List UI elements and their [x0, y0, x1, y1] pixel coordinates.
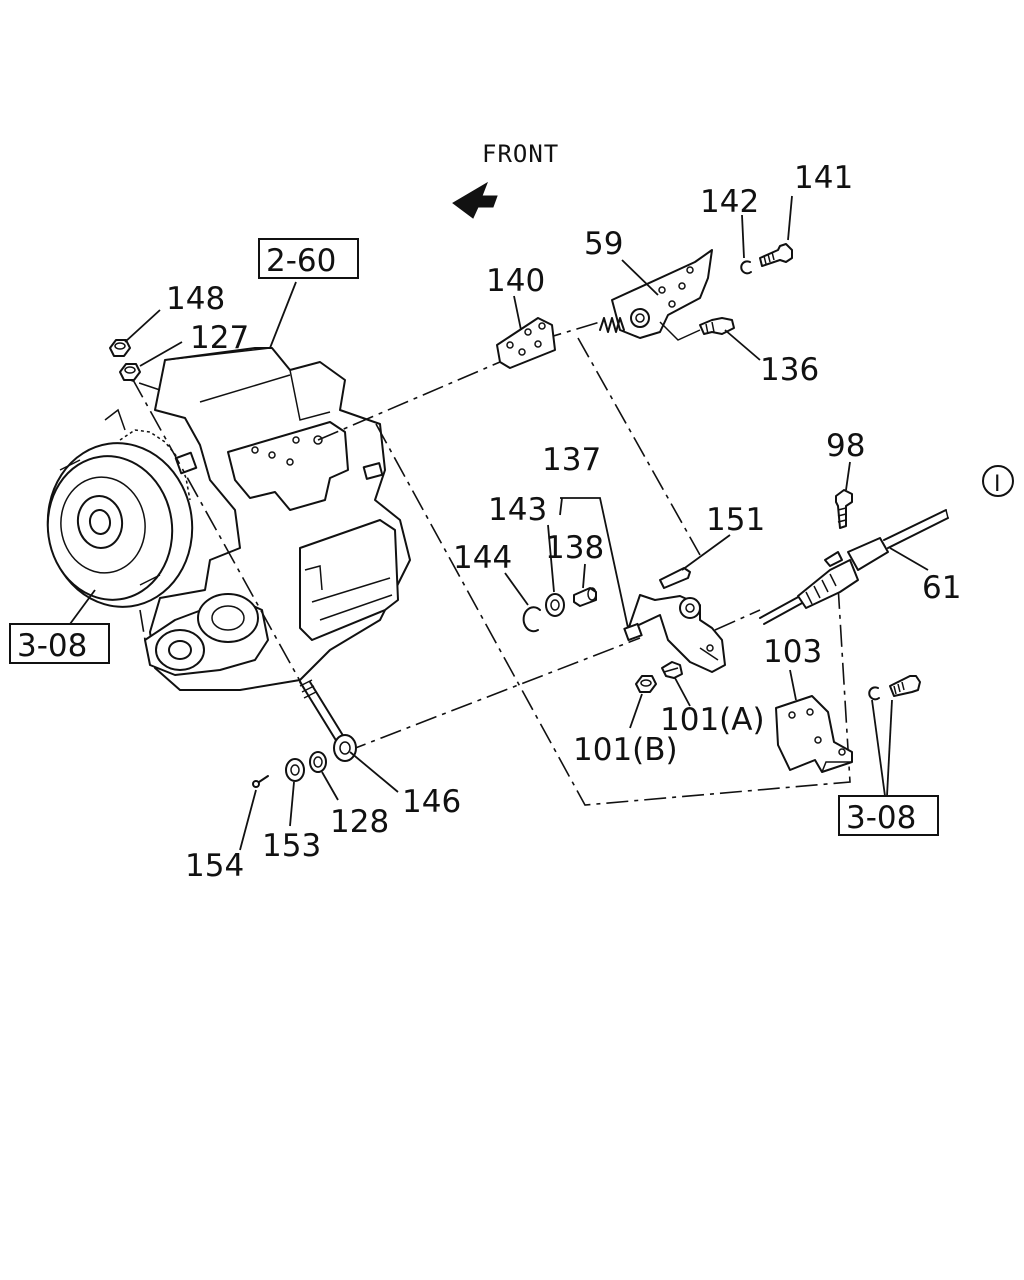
callout-142: 142 — [700, 184, 759, 220]
callout-148: 148 — [166, 281, 225, 317]
callout-151: 151 — [706, 502, 765, 538]
callout-137: 137 — [542, 442, 601, 478]
part-103-bracket — [775, 695, 853, 773]
part-141-bolt — [759, 243, 793, 267]
part-137-lever — [623, 594, 726, 673]
bracket-bolt — [889, 675, 921, 697]
part-148-nut — [109, 339, 131, 357]
bracket-clip — [868, 686, 880, 701]
callout-61: 61 — [922, 570, 961, 606]
ref-box-3-08-left[interactable]: 3-08 — [9, 623, 110, 664]
part-153-washer — [285, 758, 305, 782]
circle-ref-i-icon: I — [982, 465, 1014, 497]
callout-128: 128 — [330, 804, 389, 840]
callout-127: 127 — [190, 320, 249, 356]
ref-box-2-60-label: 2-60 — [266, 243, 336, 279]
callout-136: 136 — [760, 352, 819, 388]
front-arrow-icon — [452, 181, 498, 219]
callout-154: 154 — [185, 848, 244, 884]
ref-box-3-08-bottom-right-label: 3-08 — [846, 800, 916, 836]
callout-101b: 101(B) — [573, 732, 678, 768]
callout-143: 143 — [488, 492, 547, 528]
part-61-control-cable — [759, 509, 949, 625]
part-136-ball-joint — [699, 317, 735, 335]
callout-103: 103 — [763, 634, 822, 670]
callout-101a: 101(A) — [660, 702, 765, 738]
part-143-washer — [545, 593, 565, 617]
part-144-e-clip — [522, 606, 541, 633]
front-label: FRONT — [482, 140, 559, 168]
part-59-lever-bracket — [599, 249, 713, 341]
part-101a-ball-joint — [661, 661, 683, 679]
callout-153: 153 — [262, 828, 321, 864]
part-101b-nut — [635, 675, 657, 693]
callout-146: 146 — [402, 784, 461, 820]
ref-box-3-08-bottom-right[interactable]: 3-08 — [838, 795, 939, 836]
part-154-pin — [252, 775, 269, 788]
callout-leaders — [69, 195, 929, 851]
callout-141: 141 — [794, 160, 853, 196]
part-151-pin — [659, 567, 691, 589]
callout-140: 140 — [486, 263, 545, 299]
assembly-guide-lines — [129, 321, 851, 806]
circle-ref-label: I — [994, 472, 1001, 497]
callout-59: 59 — [584, 226, 623, 262]
part-138-bushing — [573, 587, 597, 607]
callout-98: 98 — [826, 428, 865, 464]
part-142-clip — [740, 260, 752, 275]
part-98-bolt — [835, 489, 853, 529]
part-146-control-rod — [299, 679, 357, 762]
callout-138: 138 — [545, 530, 604, 566]
callout-144: 144 — [453, 540, 512, 576]
part-140-bracket — [496, 317, 556, 369]
part-128-washer — [309, 751, 327, 773]
part-127-nut — [119, 363, 141, 381]
ref-box-2-60[interactable]: 2-60 — [258, 238, 359, 279]
pump-assembly — [46, 347, 411, 691]
ref-box-3-08-left-label: 3-08 — [17, 628, 87, 664]
